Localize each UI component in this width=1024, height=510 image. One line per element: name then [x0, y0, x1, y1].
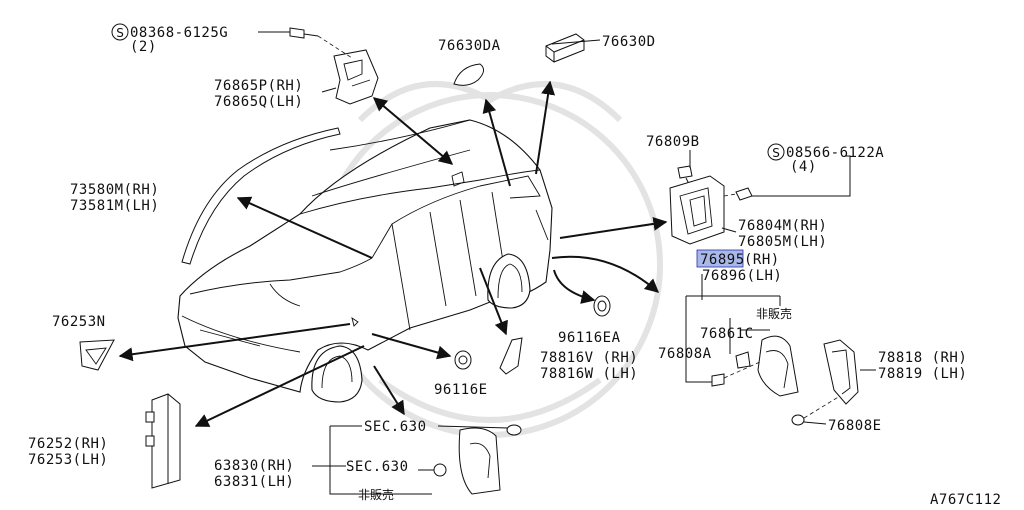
car-illustration: [177, 119, 553, 403]
label-76253n: 76253N: [52, 314, 106, 330]
label-08566-qty: (4): [790, 159, 817, 175]
label-76630da: 76630DA: [438, 38, 501, 54]
label-76252: 76252(RH): [28, 436, 108, 452]
bracket-part: [333, 49, 379, 105]
roof-moulding-part: [181, 127, 341, 265]
label-63831: 63831(LH): [214, 474, 294, 490]
label-78816w: 78816W (LH): [540, 366, 638, 382]
pillar-trim-part: [145, 393, 181, 489]
label-76865p: 76865P(RH): [214, 78, 303, 94]
screw-icon: [711, 351, 805, 426]
block-part: [545, 33, 585, 63]
label-76809b: 76809B: [646, 134, 700, 150]
rear-flap-outer-part: [823, 339, 859, 405]
leader-lines: [258, 31, 876, 495]
label-76805m: 76805M(LH): [738, 234, 827, 250]
circle-s-letter: S: [772, 146, 780, 160]
label-not-for-sale-rear: 非販売: [756, 306, 792, 321]
arrow-lines: [118, 80, 668, 427]
rear-mud-flap-part: [757, 335, 799, 397]
label-08368-qty: (2): [130, 39, 157, 55]
label-73581m: 73581M(LH): [70, 198, 159, 214]
rear-bracket-part: [669, 175, 725, 245]
circle-s-letter: S: [116, 26, 124, 40]
label-sec-630-upper: SEC.630: [364, 419, 427, 435]
label-08368-6125g: 08368-6125G: [130, 25, 228, 41]
label-63830: 63830(RH): [214, 458, 294, 474]
cap-part: [453, 63, 484, 86]
label-78818: 78818 (RH): [878, 350, 967, 366]
screw-icon: [289, 27, 319, 39]
label-76861c: 76861C: [700, 326, 754, 342]
highlight-box: [696, 249, 744, 268]
grommet-icon: [454, 350, 472, 370]
label-76804m: 76804M(RH): [738, 218, 827, 234]
label-not-for-sale-front: 非販売: [358, 487, 394, 502]
bolt-icon: [723, 187, 753, 201]
label-76630d: 76630D: [602, 34, 656, 50]
mudguard-strip-part: [499, 337, 523, 375]
label-96116e: 96116E: [434, 382, 488, 398]
figure-id: A767C112: [930, 492, 1001, 508]
label-sec-630-lower: SEC.630: [346, 459, 409, 475]
mud-flap-part: [433, 424, 522, 495]
circle-s-mark: [767, 143, 785, 161]
label-78819: 78819 (LH): [878, 366, 967, 382]
label-76895-highlighted: 76895: [700, 252, 745, 268]
label-08566-6122a: 08566-6122A: [786, 145, 884, 161]
label-76808e: 76808E: [828, 418, 882, 434]
label-76808a: 76808A: [658, 346, 712, 362]
label-73580m: 73580M(RH): [70, 182, 159, 198]
label-76895-suffix: (RH): [744, 252, 780, 268]
label-78816v: 78816V (RH): [540, 350, 638, 366]
grommet-icon: [593, 295, 611, 317]
label-96116ea: 96116EA: [558, 330, 621, 346]
label-76253: 76253(LH): [28, 452, 108, 468]
label-76865q: 76865Q(LH): [214, 94, 303, 110]
circle-s-mark: [111, 23, 129, 41]
triangle-part: [79, 339, 115, 371]
label-76896: 76896(LH): [702, 268, 782, 284]
